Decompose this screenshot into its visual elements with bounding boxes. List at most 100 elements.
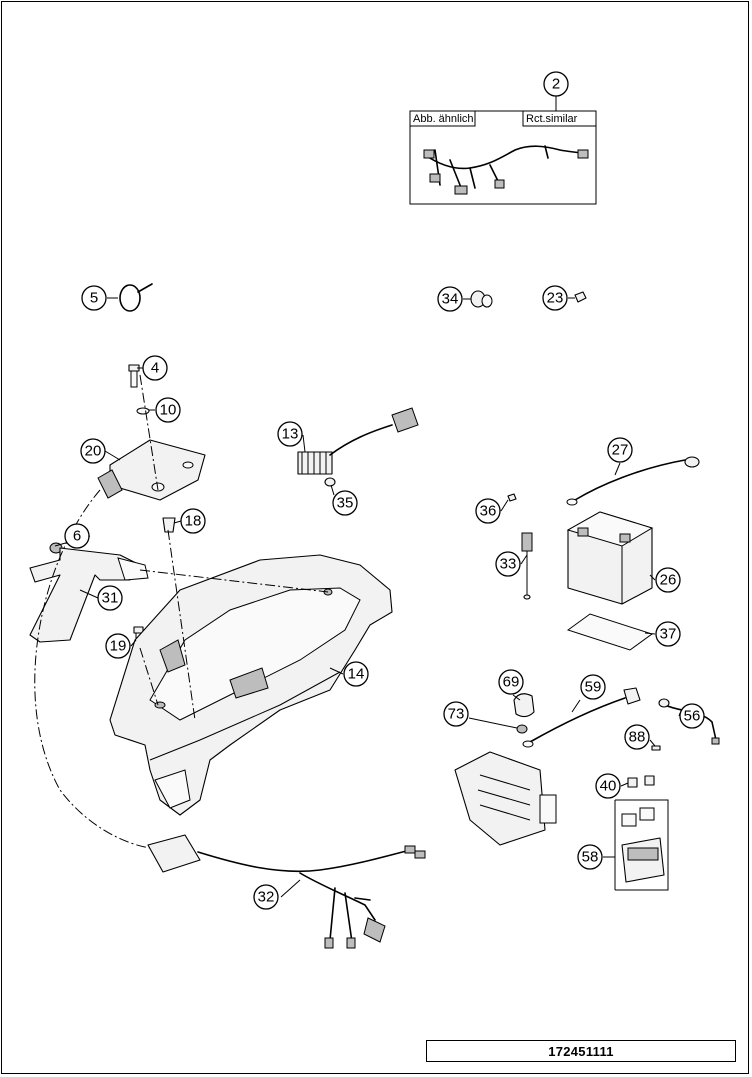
svg-text:19: 19: [110, 638, 127, 655]
harness-connector-c: [494, 179, 505, 189]
tray-14-mount: [154, 769, 191, 809]
callout-31: 31: [97, 585, 123, 611]
callout-26: 26: [655, 567, 681, 593]
svg-text:18: 18: [185, 513, 202, 530]
svg-text:31: 31: [102, 590, 119, 607]
harness-32-plug: [363, 917, 386, 943]
note-english-label: Rct.similar: [526, 113, 578, 125]
screw-88: [651, 745, 661, 751]
relay-58-fuse-b: [639, 807, 655, 821]
callout-34: 34: [437, 286, 463, 312]
battery-26-terminal-a: [577, 527, 589, 537]
battery-cable-27: [574, 459, 686, 501]
svg-text:73: 73: [448, 706, 465, 723]
leader-69: [512, 694, 521, 701]
harness-32-branch-b: [329, 887, 371, 943]
vent-hose-33-end: [523, 594, 531, 600]
note-german-box: [409, 110, 476, 127]
clip-34-ring: [481, 294, 493, 308]
part-88-screw: [651, 745, 661, 751]
svg-text:69: 69: [503, 674, 520, 691]
harness-connector-b: [454, 185, 468, 195]
battery-cable-27-eye: [566, 498, 578, 506]
callout-35: 35: [332, 490, 358, 516]
part-35-bolt: [324, 477, 336, 487]
harness-connector-a: [423, 149, 435, 159]
harness-main-wire: [424, 145, 586, 170]
assembly-line-grommet: [167, 529, 196, 721]
callout-6: 6: [64, 523, 90, 549]
part-69-cap: [513, 693, 535, 718]
part-2-wiring-harness-group: Abb. ähnlich Rct.similar: [409, 110, 597, 205]
harness-32-main-wire: [197, 849, 411, 873]
part-27-battery-cable: [566, 456, 700, 506]
callout-19: 19: [105, 633, 131, 659]
leader-37: [644, 632, 656, 635]
battery-26-top: [566, 511, 654, 547]
callout-4: 4: [142, 355, 168, 381]
assembly-line-screw-19: [139, 647, 159, 706]
assembly-line-connector: [34, 489, 151, 849]
control-unit-connector: [97, 469, 123, 499]
starter-motor: [454, 751, 557, 846]
callout-56: 56: [679, 703, 705, 729]
svg-text:20: 20: [85, 443, 102, 460]
leader-35: [330, 484, 335, 496]
harness-32-connector: [147, 834, 201, 873]
svg-text:35: 35: [337, 495, 354, 512]
cable-tie-tail: [137, 283, 153, 293]
callout-10: 10: [155, 397, 181, 423]
svg-text:13: 13: [282, 426, 299, 443]
starter-cable-59: [529, 697, 626, 743]
callout-88: 88: [624, 724, 650, 750]
leader-33: [520, 554, 528, 565]
harness-connector-d: [577, 149, 589, 159]
regulator-cable: [329, 424, 393, 456]
callout-58: 58: [577, 844, 603, 870]
leader-36: [500, 499, 509, 512]
tray-14-rib: [149, 671, 341, 761]
svg-text:10: 10: [160, 402, 177, 419]
callout-18: 18: [180, 508, 206, 534]
svg-text:40: 40: [600, 778, 617, 795]
callout-37: 37: [655, 621, 681, 647]
part-40-fuses: [627, 775, 655, 788]
regulator-body: [297, 451, 333, 475]
leader-40: [620, 782, 629, 787]
starter-motor-ribs: [477, 774, 531, 821]
svg-text:32: 32: [258, 889, 275, 906]
leader-20: [104, 450, 121, 461]
starter-cable-59-eye: [522, 740, 534, 748]
part-10-washer: [136, 407, 150, 415]
leader-88: [649, 739, 656, 747]
part-14-electronics-tray: [109, 554, 393, 816]
part-23-clip: [574, 291, 587, 303]
part-5-cable-tie: [119, 283, 153, 312]
callout-73: 73: [443, 701, 469, 727]
note-german-label: Abb. ähnlich: [413, 113, 474, 125]
ground-cable-56-eye: [658, 698, 670, 708]
svg-text:37: 37: [660, 626, 677, 643]
callout-27: 27: [607, 437, 633, 463]
document-id-box: 172451111: [426, 1040, 736, 1062]
starter-cable-59-boot: [623, 687, 641, 705]
svg-text:34: 34: [442, 291, 459, 308]
svg-text:2: 2: [552, 76, 560, 93]
assembly-line-screw: [139, 374, 159, 491]
fuse-40-a: [627, 777, 638, 788]
regulator-connector: [391, 407, 419, 433]
part-26-battery: [566, 511, 654, 605]
harness-branch-wires: [434, 145, 549, 191]
svg-text:23: 23: [547, 290, 564, 307]
callout-20: 20: [80, 438, 106, 464]
leader-59: [571, 699, 581, 713]
battery-26-terminal-b: [619, 533, 631, 543]
leader-14: [329, 667, 344, 675]
relay-58-fuse-a: [621, 813, 637, 827]
harness-32-terminal-d: [414, 850, 426, 859]
svg-text:26: 26: [660, 572, 677, 589]
ground-cable-56-end: [711, 737, 720, 745]
part-32-main-harness: [147, 834, 426, 949]
svg-text:27: 27: [612, 442, 629, 459]
